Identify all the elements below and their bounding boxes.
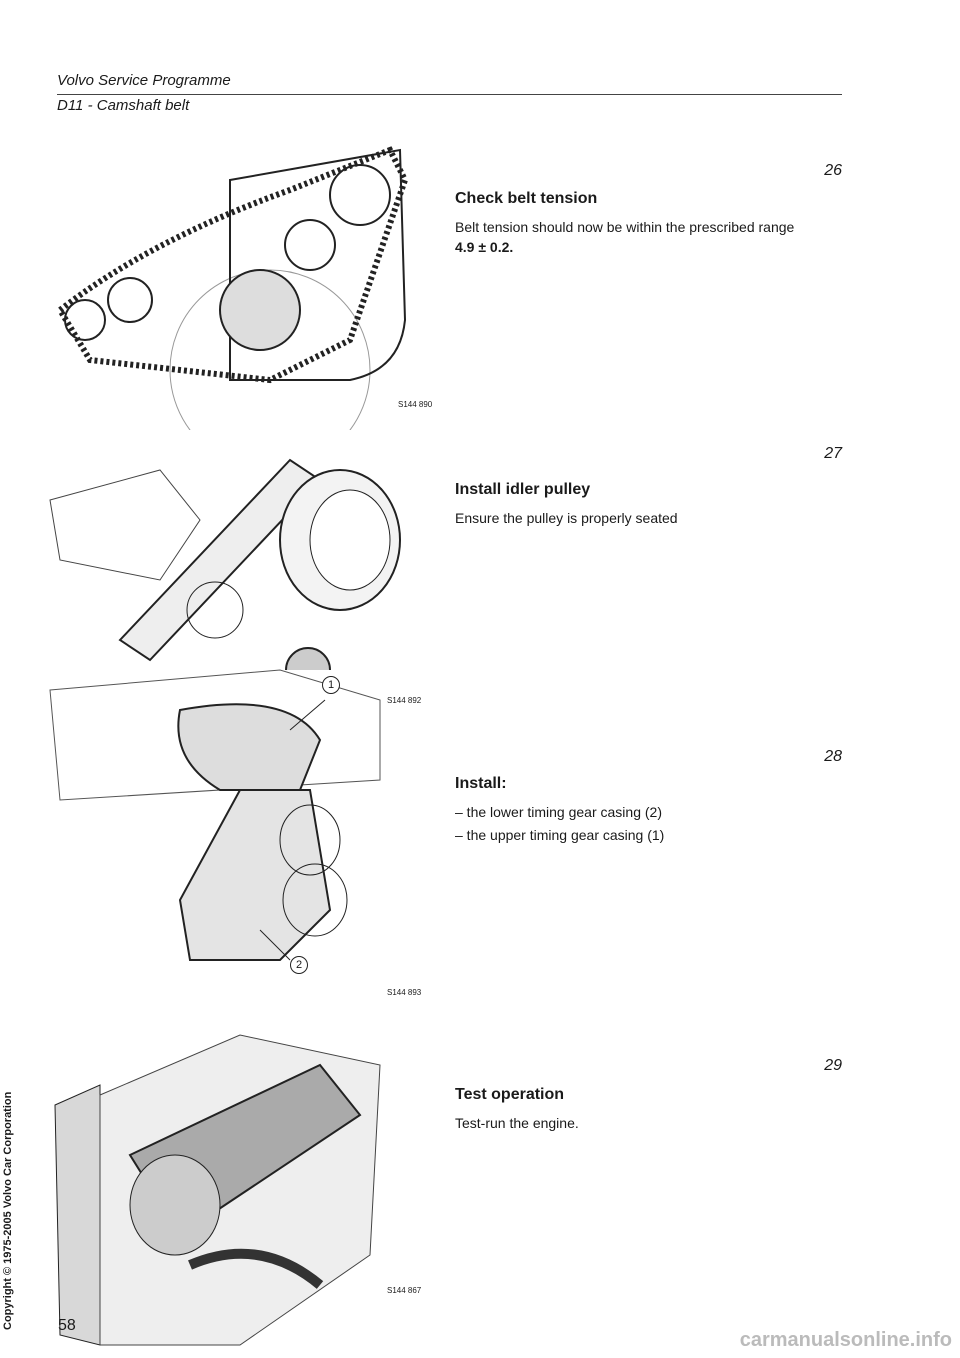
figure-caption: S144 867 [387, 1286, 422, 1295]
callout-2: 2 [290, 956, 308, 974]
step-text: Ensure the pulley is properly seated [455, 510, 678, 526]
idler-pulley-illustration [49, 458, 401, 670]
figure-caption: S144 892 [387, 696, 422, 705]
step-title: Test operation [455, 1086, 565, 1103]
list-item: – the upper timing gear casing (1) [455, 827, 665, 843]
step-number: 29 [824, 1057, 842, 1074]
step-text: Belt tension should now be within the pr… [455, 219, 795, 235]
watermark: carmanualsonline.info [739, 1329, 952, 1351]
list-item: – the lower timing gear casing (2) [455, 804, 662, 820]
step-title: Install: [455, 775, 507, 792]
figure-caption: S144 890 [398, 400, 433, 409]
step-title: Check belt tension [455, 190, 598, 207]
figure-caption: S144 893 [387, 988, 422, 997]
page-number: 58 [58, 1317, 76, 1334]
step-list: – the lower timing gear casing (2) – the… [455, 802, 664, 845]
step-number: 26 [824, 162, 842, 179]
step-number: 27 [824, 445, 842, 462]
step-title: Install idler pulley [455, 481, 591, 498]
series-title: Volvo Service Programme [57, 72, 231, 89]
section-title: D11 - Camshaft belt [57, 97, 190, 114]
timing-gear-casing-illustration [49, 669, 381, 961]
step-number: 28 [824, 748, 842, 765]
step-text: Test-run the engine. [455, 1115, 579, 1131]
belt-tension-value: 4.9 ± 0.2. [455, 239, 514, 255]
callout-1: 1 [322, 676, 340, 694]
camshaft-belt-illustration [56, 146, 409, 430]
copyright-notice: Copyright © 1975-2005 Volvo Car Corporat… [2, 1091, 14, 1330]
header-rule [57, 94, 842, 95]
engine-bay-illustration [54, 1034, 381, 1346]
